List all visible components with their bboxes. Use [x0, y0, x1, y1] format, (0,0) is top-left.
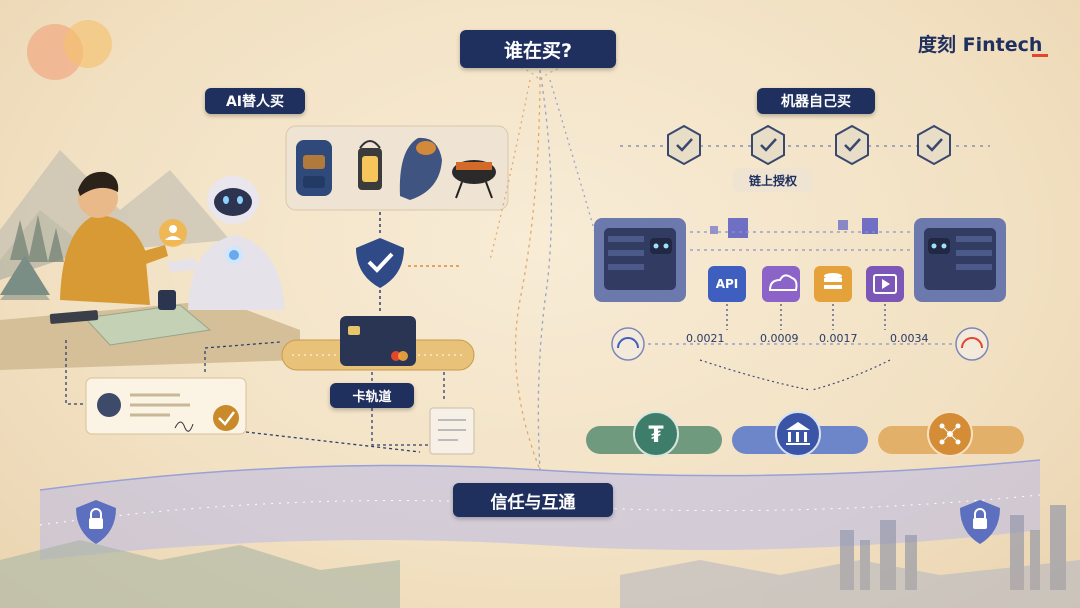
products-panel	[285, 125, 509, 211]
api-icon-label: API	[715, 277, 739, 291]
grill-icon	[452, 160, 496, 199]
identity-certificate-icon	[85, 377, 247, 435]
price-label-3: 0.0017	[819, 332, 858, 345]
brand-logo: 度刻 Fintech	[918, 34, 1043, 56]
stablecoin-rail: ₮	[586, 411, 722, 457]
bank-rail	[732, 411, 868, 457]
tent-icon	[0, 255, 50, 295]
page-title: 谁在买?	[460, 30, 616, 68]
lantern-icon	[358, 140, 382, 190]
price-label-4: 0.0034	[890, 332, 929, 345]
shield-icon	[356, 238, 404, 288]
sleeping-bag-icon	[399, 137, 442, 200]
bottom-landscape	[0, 505, 1080, 608]
network-rail	[878, 411, 1024, 457]
video-service-icon	[866, 266, 904, 302]
map-icon	[83, 304, 212, 346]
left-section-title: AI替人买	[205, 88, 305, 114]
svg-text:₮: ₮	[648, 423, 664, 448]
left-trees	[10, 215, 64, 262]
chain-node-icons	[667, 124, 951, 166]
service-arrows	[699, 304, 891, 391]
left-server-robot	[594, 218, 686, 302]
data-cube-icons	[710, 218, 878, 238]
database-icon	[814, 266, 852, 302]
brand-accent-bar	[1032, 54, 1048, 57]
receipt-icon	[429, 407, 475, 455]
central-streams	[479, 59, 621, 471]
chain-authorization-label: 链上授权	[733, 168, 813, 192]
api-icon[interactable]	[708, 266, 746, 302]
cloud-service-icon	[762, 266, 800, 302]
price-label-1: 0.0021	[686, 332, 725, 345]
ai-robot-figure	[168, 176, 285, 310]
credit-card-icon	[340, 316, 416, 366]
sun-decoration	[27, 20, 112, 80]
phone-icon	[49, 310, 99, 324]
backpack-icon	[296, 140, 332, 196]
right-section-title: 机器自己买	[757, 88, 875, 114]
user-avatar-icon	[159, 219, 187, 247]
right-lock-icon	[960, 500, 1000, 544]
right-server-robot	[914, 218, 1006, 302]
price-label-2: 0.0009	[760, 332, 799, 345]
trust-interop-label: 信任与互通	[453, 483, 613, 517]
left-lock-icon	[76, 500, 116, 544]
mug-icon	[158, 290, 176, 310]
person-figure	[60, 171, 168, 305]
micro-payment-rail	[611, 327, 990, 361]
card-rail-label: 卡轨道	[330, 383, 414, 408]
server-links	[690, 231, 910, 251]
